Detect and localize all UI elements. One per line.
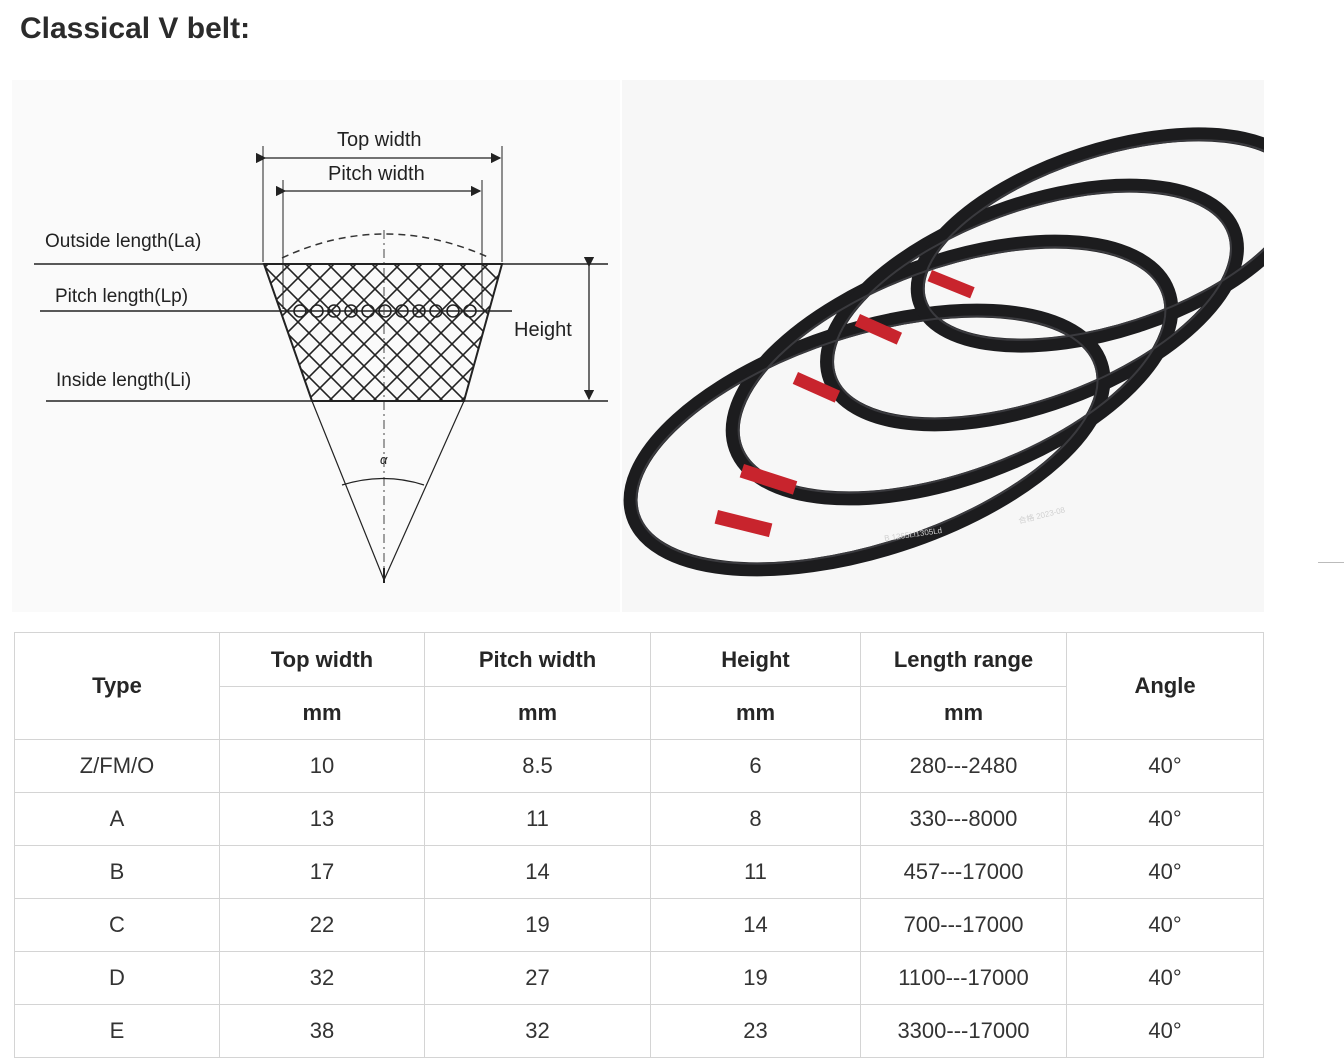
header-type: Type [14,632,220,740]
header-angle: Angle [1066,632,1264,740]
cell-type: E [14,1004,220,1058]
header-pitch-width: Pitch width [424,632,651,687]
cell-top-width: 17 [219,845,425,899]
cell-pitch-width: 32 [424,1004,651,1058]
cell-type: D [14,951,220,1005]
cell-angle: 40° [1066,898,1264,952]
cell-type: B [14,845,220,899]
belt-photo: B 1265Li1305Ld 合格 2023-08 [622,80,1264,612]
table-header-row: Type Top width Pitch width Height Length… [14,632,1264,740]
cell-pitch-width: 27 [424,951,651,1005]
angle-symbol-label: α [380,452,388,467]
cell-top-width: 38 [219,1004,425,1058]
cross-section-svg [34,146,608,583]
table-row: C 22 19 14 700---17000 40° [14,898,1264,952]
cell-pitch-width: 19 [424,898,651,952]
cell-top-width: 22 [219,898,425,952]
cell-length-range: 280---2480 [860,739,1067,793]
cell-length-range: 700---17000 [860,898,1067,952]
unit-cell: mm [424,686,651,740]
cell-pitch-width: 11 [424,792,651,846]
top-width-label: Top width [337,129,422,151]
header-top-width: Top width [219,632,425,687]
cell-length-range: 330---8000 [860,792,1067,846]
table-unit-row: mm mm mm mm [15,686,1264,740]
cell-top-width: 32 [219,951,425,1005]
header-height: Height [650,632,861,687]
header-length-range: Length range [860,632,1067,687]
cell-type: C [14,898,220,952]
pitch-length-label: Pitch length(Lp) [55,286,189,307]
cell-angle: 40° [1066,845,1264,899]
belt-illustration [623,127,1264,577]
inside-length-label: Inside length(Li) [56,370,192,391]
spec-table: Type Top width Pitch width Height Length… [14,632,1264,1058]
pitch-width-label: Pitch width [328,163,425,185]
cell-angle: 40° [1066,739,1264,793]
cell-angle: 40° [1066,951,1264,1005]
height-label: Height [514,319,572,341]
cell-pitch-width: 14 [424,845,651,899]
cell-height: 8 [650,792,861,846]
v-belt-figure: Top width Pitch width Outside length(La)… [12,80,1264,612]
table-row: Z/FM/O 10 8.5 6 280---2480 40° [14,739,1264,793]
outside-length-label: Outside length(La) [45,231,202,252]
cell-length-range: 1100---17000 [860,951,1067,1005]
cell-angle: 40° [1066,792,1264,846]
cell-height: 6 [650,739,861,793]
unit-cell: mm [650,686,861,740]
cell-type: Z/FM/O [14,739,220,793]
cross-section-diagram: Top width Pitch width Outside length(La)… [12,80,620,612]
cell-top-width: 13 [219,792,425,846]
cell-pitch-width: 8.5 [424,739,651,793]
cell-height: 14 [650,898,861,952]
table-row: B 17 14 11 457---17000 40° [14,845,1264,899]
table-row: D 32 27 19 1100---17000 40° [14,951,1264,1005]
cell-height: 23 [650,1004,861,1058]
unit-cell: mm [860,686,1067,740]
table-row: E 38 32 23 3300---17000 40° [14,1004,1264,1058]
page-heading: Classical V belt: [20,12,251,45]
cell-type: A [14,792,220,846]
cell-height: 19 [650,951,861,1005]
cell-length-range: 457---17000 [860,845,1067,899]
edge-divider [1318,562,1344,563]
cell-top-width: 10 [219,739,425,793]
table-row: A 13 11 8 330---8000 40° [14,792,1264,846]
unit-cell: mm [219,686,425,740]
cell-length-range: 3300---17000 [860,1004,1067,1058]
cell-height: 11 [650,845,861,899]
cell-angle: 40° [1066,1004,1264,1058]
